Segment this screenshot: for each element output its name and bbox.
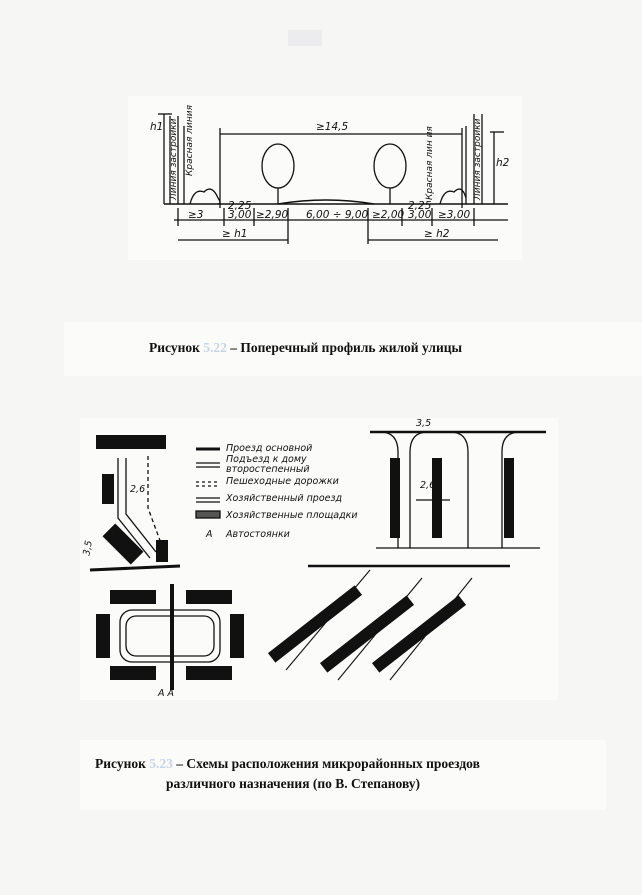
- legend-item-main-driveway: Проезд основной: [226, 443, 312, 454]
- label-dim-26-right: 2,6: [420, 480, 435, 491]
- figure1-caption-panel: [64, 322, 642, 376]
- legend-item-parking: Автостоянки: [225, 529, 290, 540]
- label-aa: А А: [157, 688, 174, 699]
- dim-h2-label: h2: [496, 157, 510, 169]
- street-cross-section: ≥14,5 h1 h2 Линия застройки Красная лини…: [150, 104, 510, 244]
- figure2-caption-number: 5.23: [149, 756, 173, 771]
- legend-item-house-access: Подъезд к дому: [226, 454, 307, 465]
- figure2-caption-panel: [80, 740, 606, 810]
- dim-w-right: ≥3,00: [438, 209, 470, 221]
- dim-h1-label: h1: [150, 121, 163, 133]
- legend-item-footpaths: Пешеходные дорожки: [226, 476, 339, 487]
- dim-bottom-right: ≥ h2: [424, 228, 450, 240]
- legend-item-service-road: Хозяйственный проезд: [225, 493, 343, 504]
- left-red-line-label: Красная линия: [185, 104, 195, 176]
- dim-strip-left: ≥2,90: [256, 209, 288, 221]
- page-number-ghost: [288, 30, 322, 46]
- legend-item-service-areas: Хозяйственные площадки: [225, 510, 358, 521]
- dim-sidewalk-left-a: 2,25: [228, 200, 252, 212]
- legend-item-secondary: второстепенный: [226, 464, 310, 475]
- legend-symbol-a: А: [205, 529, 213, 540]
- dim-w-left: ≥3: [188, 209, 203, 221]
- right-red-line-label: Красная лин ия: [425, 126, 435, 200]
- dim-bottom-left: ≥ h1: [222, 228, 247, 240]
- dim-strip-right: ≥2,00: [372, 209, 404, 221]
- dim-sidewalk-left-b: 3,00: [228, 209, 252, 221]
- label-parking-a: А: [157, 542, 165, 553]
- dim-sidewalk-right-a: 2,25: [408, 200, 432, 212]
- figure2-caption-line2: различного назначения (по В. Степанову): [166, 776, 421, 791]
- label-dim-35-left: 3,5: [81, 540, 94, 557]
- figure1-caption-number: 5.22: [203, 340, 227, 355]
- figure1-caption: Рисунок 5.22 – Поперечный профиль жилой …: [149, 340, 463, 355]
- figure1-panel: [128, 96, 522, 260]
- dim-sidewalk-right-b: 3,00: [408, 209, 432, 221]
- left-building-line-label: Линия застройки: [169, 118, 179, 201]
- figure2-caption-line1: Рисунок 5.23 – Схемы расположения микрор…: [95, 756, 480, 771]
- dim-carriageway: 6,00 ÷ 9,00: [306, 209, 369, 221]
- dim-top-label: ≥14,5: [316, 121, 348, 133]
- label-dim-35-top: 3,5: [416, 418, 431, 429]
- label-dim-26-left: 2,6: [130, 484, 145, 495]
- right-building-line-label: Линия застройки: [473, 118, 483, 201]
- driveway-layout-schemes: Проезд основной Подъезд к дому второстеп…: [81, 418, 546, 699]
